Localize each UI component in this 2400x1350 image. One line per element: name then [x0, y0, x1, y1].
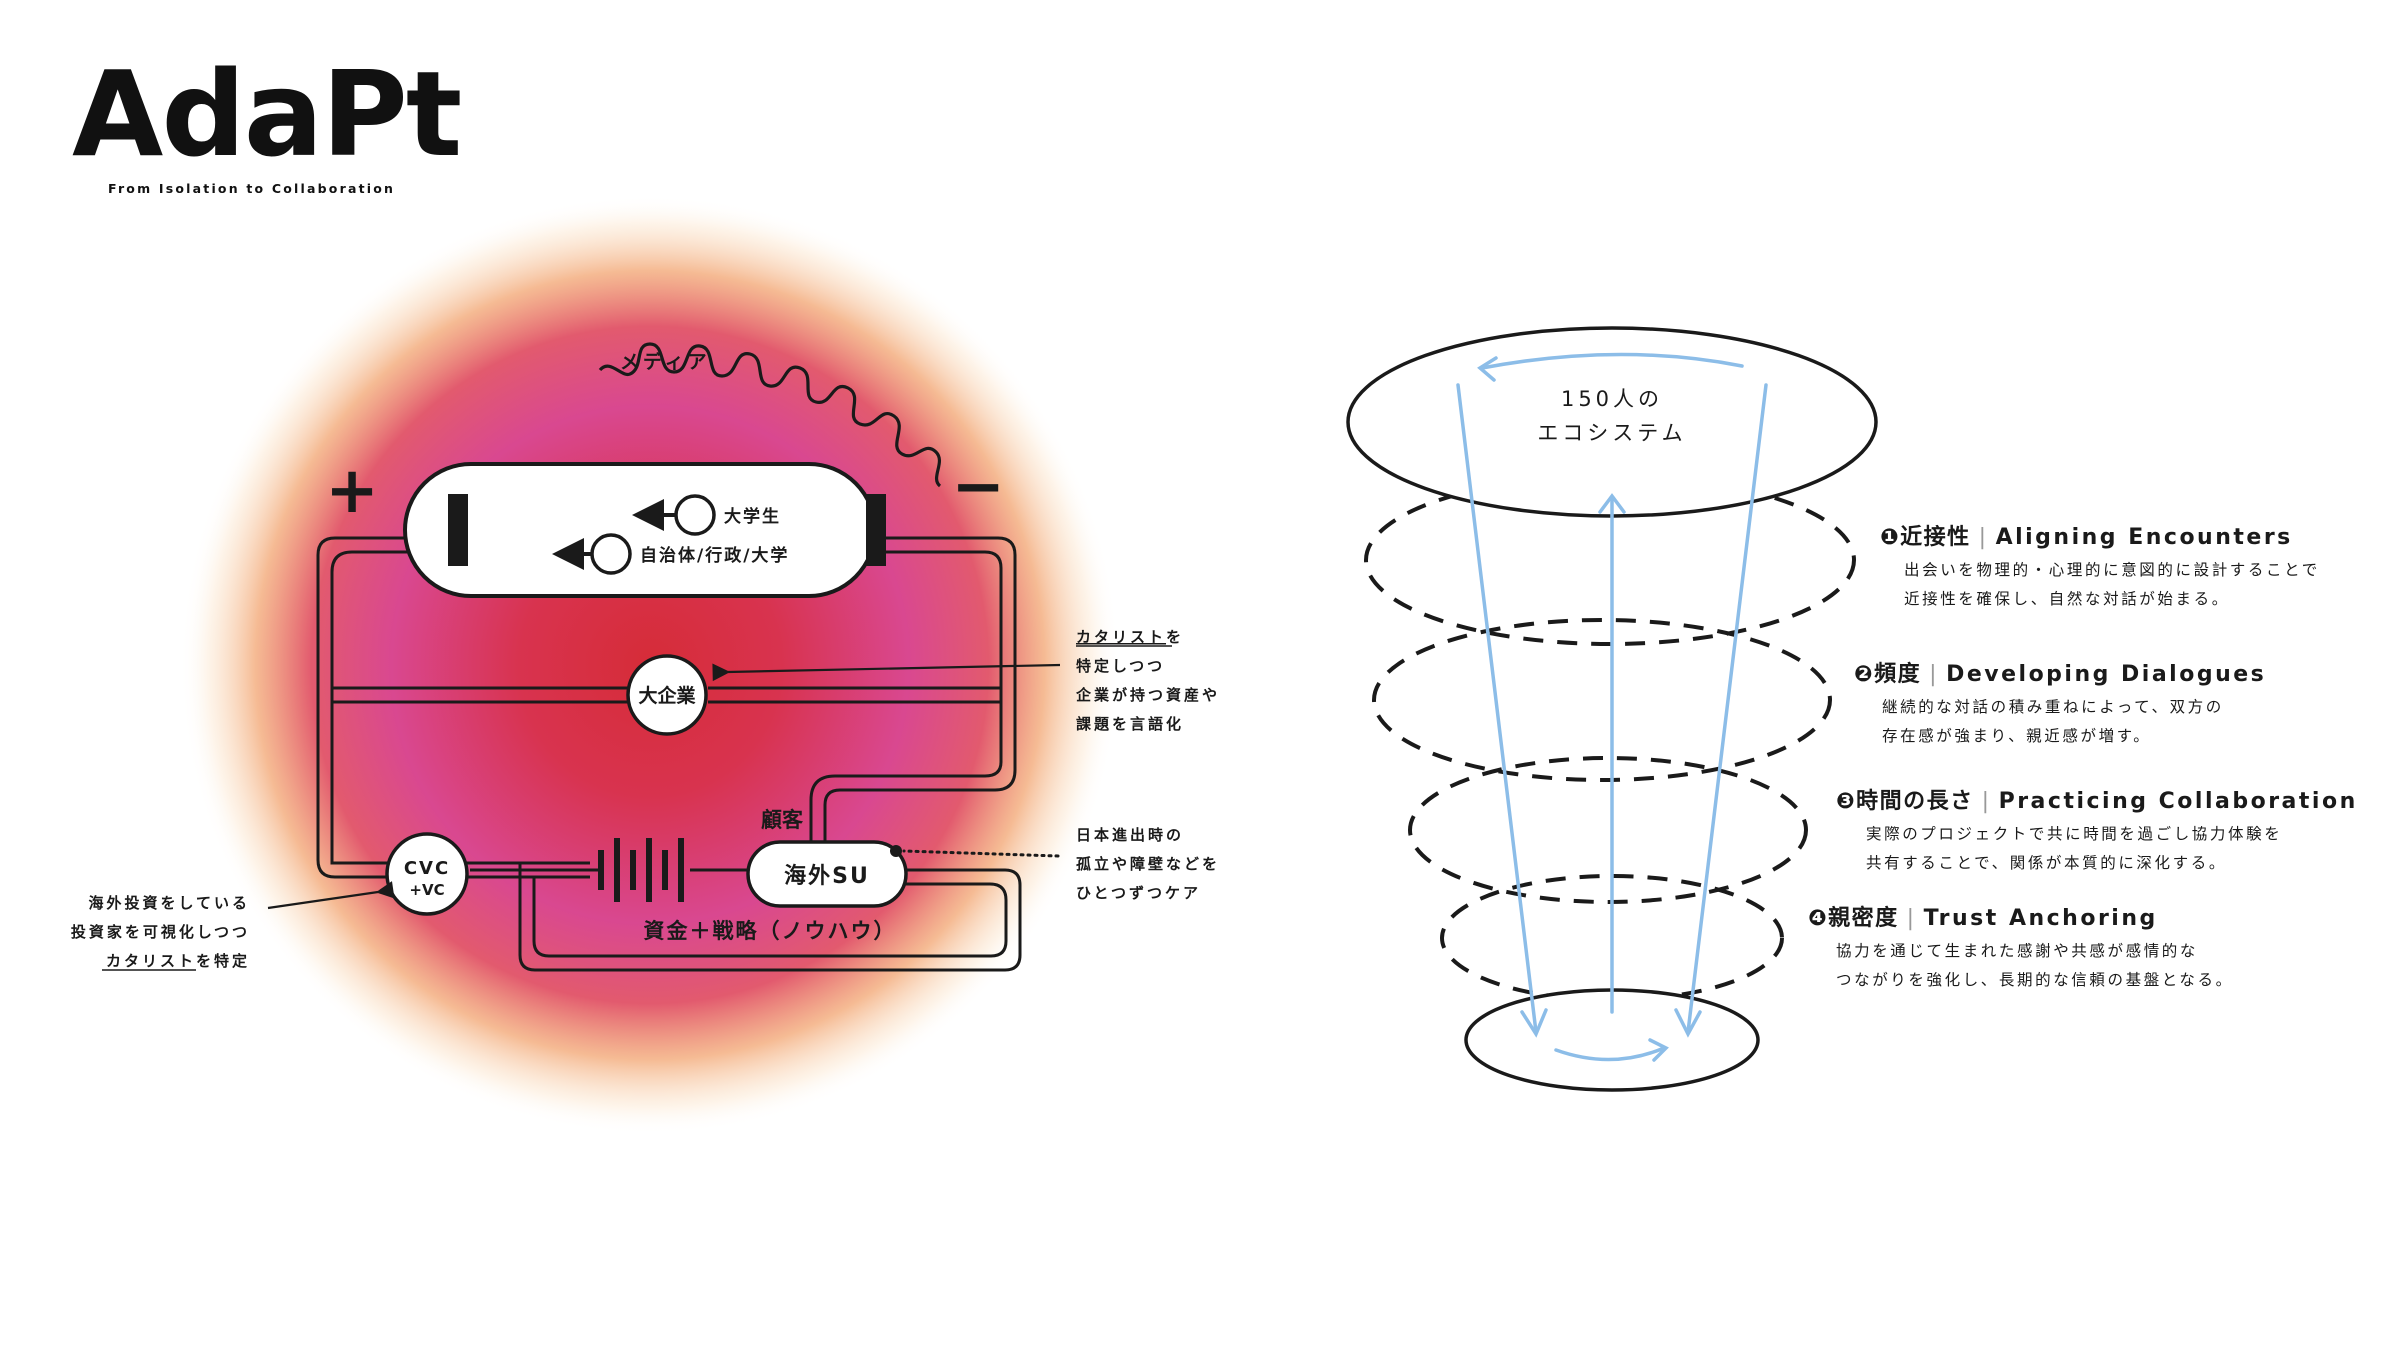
note-investor: 海外投資をしている 投資家を可視化しつつ カタリストを特定: [71, 894, 250, 971]
svg-text:近接性を確保し、自然な対話が始まる。: 近接性を確保し、自然な対話が始まる。: [1904, 590, 2230, 608]
label-cvc-top: CVC: [404, 858, 450, 879]
svg-text:日本進出時の: 日本進出時の: [1076, 826, 1184, 844]
svg-text:孤立や障壁などを: 孤立や障壁などを: [1076, 855, 1220, 873]
pointer-investor: [267, 881, 395, 910]
svg-text:特定しつつ: 特定しつつ: [1076, 657, 1165, 675]
svg-text:❹親密度|Trust Anchoring: ❹親密度|Trust Anchoring: [1808, 905, 2158, 931]
battery-symbol: [598, 838, 684, 902]
svg-text:カタリストを: カタリストを: [1076, 628, 1184, 646]
label-student: 大学生: [724, 506, 781, 527]
media-capsule: [403, 462, 877, 598]
circuit-wires: [316, 536, 1022, 972]
pointer-japan: [902, 849, 1060, 858]
label-cvc-bottom: +VC: [409, 881, 444, 899]
label-customer: 顧客: [761, 808, 804, 832]
level-1-label: ❶近接性|Aligning Encounters 出会いを物理的・心理的に意図的…: [1880, 524, 2320, 608]
label-overseas-su: 海外SU: [784, 863, 870, 889]
electrode-left: [448, 494, 468, 566]
label-corp: 大企業: [638, 684, 696, 707]
ring-level-4: [1440, 874, 1784, 1002]
svg-text:❶近接性|Aligning Encounters: ❶近接性|Aligning Encounters: [1880, 524, 2293, 550]
note-catalyst: カタリストを 特定しつつ 企業が持つ資産や 課題を言語化: [1075, 628, 1220, 733]
media-wave: [598, 342, 942, 488]
node-overseas-su: [746, 840, 908, 908]
level-2-label: ❷頻度|Developing Dialogues 継続的な対話の積み重ねによって…: [1854, 661, 2266, 745]
svg-text:投資家を可視化しつつ: 投資家を可視化しつつ: [71, 923, 250, 941]
svg-text:継続的な対話の積み重ねによって、双方の: 継続的な対話の積み重ねによって、双方の: [1882, 698, 2224, 716]
svg-text:❷頻度|Developing Dialogues: ❷頻度|Developing Dialogues: [1854, 661, 2266, 687]
logo: AdaPt From Isolation to Collaboration: [72, 45, 462, 196]
svg-text:存在感が強まり、親近感が増す。: 存在感が強まり、親近感が増す。: [1882, 727, 2151, 745]
ecosystem-funnel: 150人の エコシステム ❶近接性|Aligning Encounters 出会…: [1346, 326, 2358, 1092]
pointer-catalyst: [712, 663, 1061, 682]
svg-text:ひとつずつケア: ひとつずつケア: [1076, 884, 1201, 902]
minus-sign: −: [951, 450, 1005, 524]
svg-text:つながりを強化し、長期的な信頼の基盤となる。: つながりを強化し、長期的な信頼の基盤となる。: [1836, 971, 2234, 989]
svg-text:❸時間の長さ|Practicing Collaboratio: ❸時間の長さ|Practicing Collaboration: [1836, 789, 2358, 814]
particle-student: [632, 494, 716, 536]
logo-wordmark: AdaPt: [72, 45, 462, 183]
svg-text:海外投資をしている: 海外投資をしている: [88, 894, 250, 912]
flow-arrows: [1456, 352, 1768, 1062]
label-media: メディア: [620, 350, 711, 373]
label-funds: 資金＋戦略（ノウハウ）: [644, 919, 897, 943]
ring-level-3: [1408, 756, 1808, 904]
svg-text:協力を通じて生まれた感謝や共感が感情的な: 協力を通じて生まれた感謝や共感が感情的な: [1836, 942, 2198, 960]
electrode-right: [866, 494, 886, 566]
level-3-label: ❸時間の長さ|Practicing Collaboration 実際のプロジェク…: [1836, 789, 2358, 872]
level-4-label: ❹親密度|Trust Anchoring 協力を通じて生まれた感謝や共感が感情的…: [1808, 905, 2234, 989]
svg-text:課題を言語化: 課題を言語化: [1076, 715, 1184, 733]
svg-text:共有することで、関係が本質的に深化する。: 共有することで、関係が本質的に深化する。: [1866, 854, 2227, 872]
svg-text:実際のプロジェクトで共に時間を過ごし協力体験を: 実際のプロジェクトで共に時間を過ごし協力体験を: [1866, 825, 2282, 843]
ring-level-2: [1372, 618, 1832, 782]
circuit-diagram: + − メディア 大学生 自治体/行政/大学 大企業 海外SU 顧客 CVC +…: [71, 195, 1220, 1135]
su-dot: [890, 845, 902, 857]
svg-text:出会いを物理的・心理的に意図的に設計することで: 出会いを物理的・心理的に意図的に設計することで: [1904, 560, 2320, 579]
logo-tagline: From Isolation to Collaboration: [108, 181, 396, 196]
note-japan: 日本進出時の 孤立や障壁などを ひとつずつケア: [1076, 826, 1220, 902]
node-corp: [626, 654, 708, 736]
node-cvc: [385, 832, 469, 916]
particle-gov: [552, 533, 632, 575]
svg-text:カタリストを特定: カタリストを特定: [106, 952, 250, 970]
ecosystem-label-2: エコシステム: [1537, 421, 1686, 445]
ecosystem-label-1: 150人の: [1561, 387, 1663, 411]
svg-text:企業が持つ資産や: 企業が持つ資産や: [1075, 686, 1220, 704]
note-catalyst-underlined: カタリスト: [1076, 628, 1166, 646]
label-gov: 自治体/行政/大学: [640, 545, 789, 566]
plus-sign: +: [325, 454, 379, 528]
